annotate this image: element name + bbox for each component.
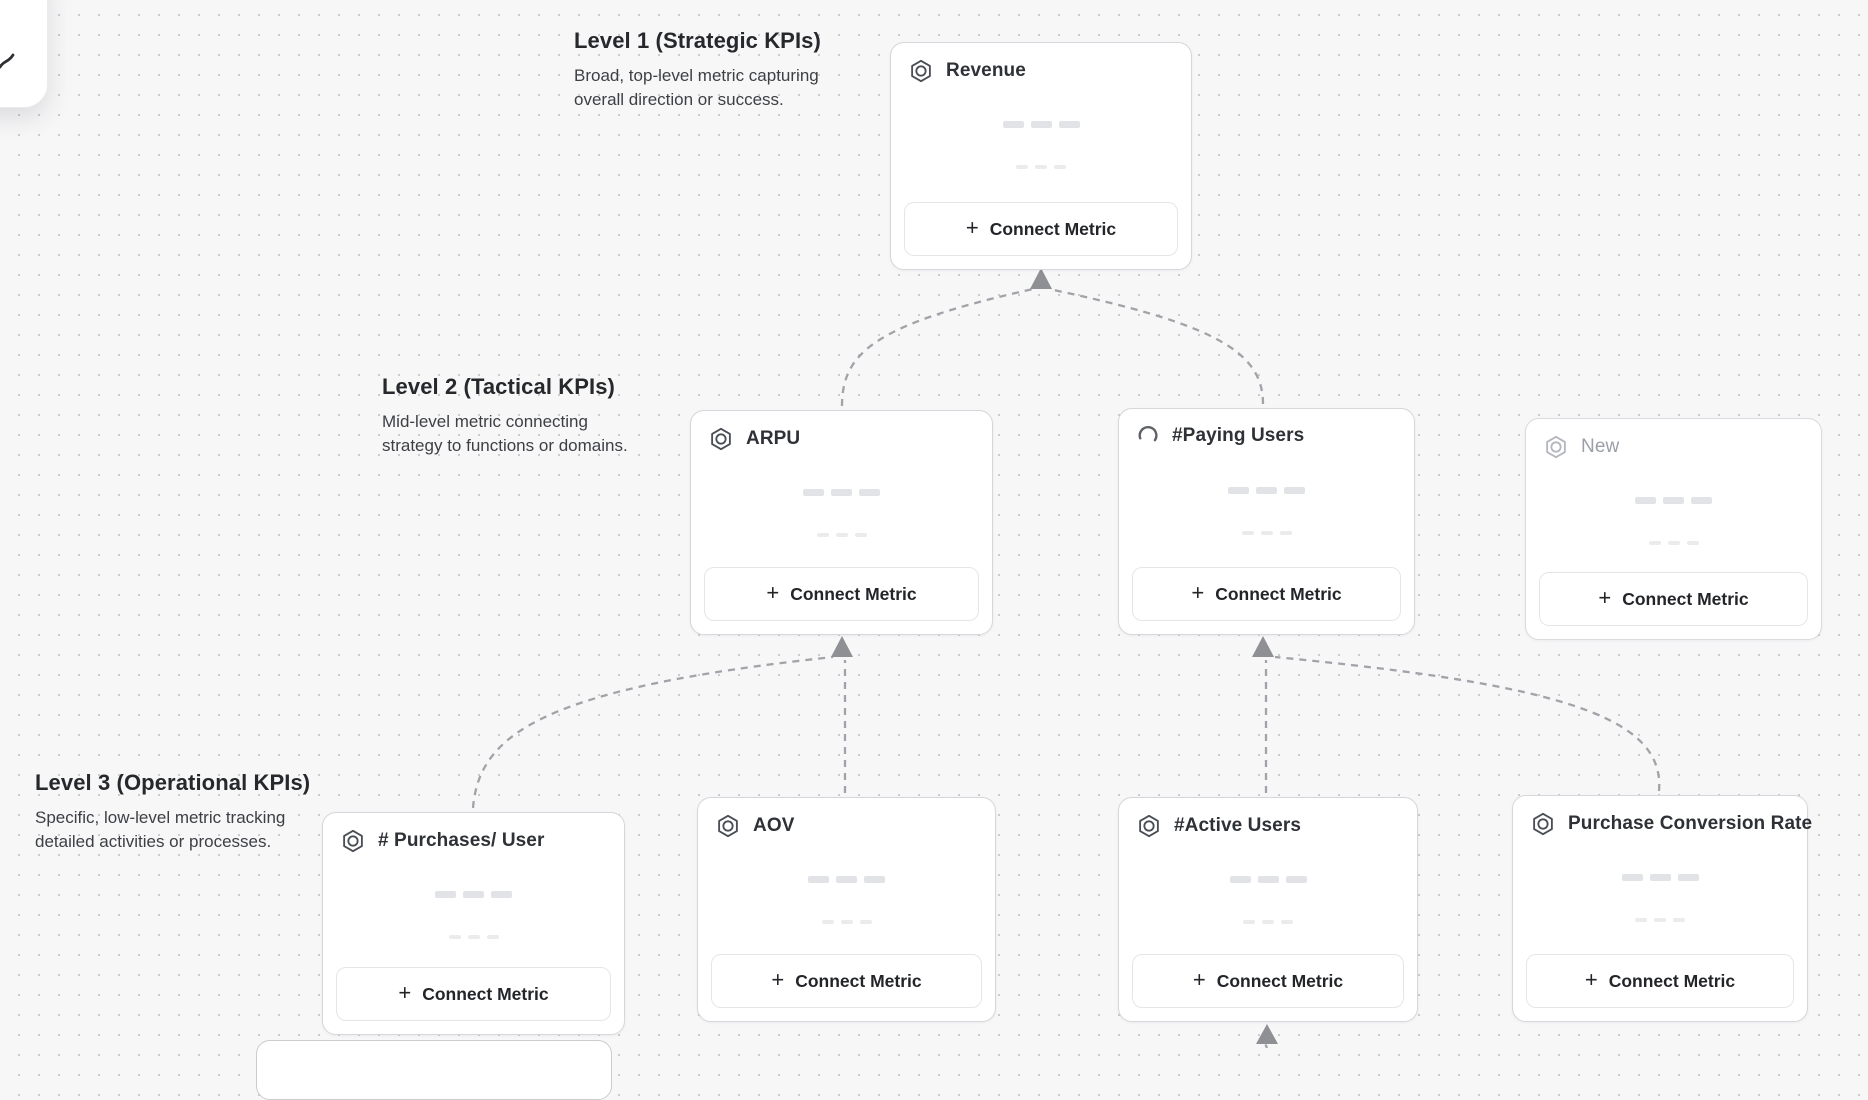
arrowhead-activeusers bbox=[1256, 1024, 1278, 1044]
connect-metric-button[interactable]: + Connect Metric bbox=[1539, 572, 1808, 626]
card-title: #Active Users bbox=[1174, 815, 1301, 836]
metric-card-purchase-conversion-rate[interactable]: Purchase Conversion Rate + Connect Metri… bbox=[1512, 795, 1812, 1022]
connect-metric-button[interactable]: + Connect Metric bbox=[704, 567, 979, 621]
canvas-tool-panel[interactable] bbox=[0, 0, 48, 108]
connect-metric-label: Connect Metric bbox=[1216, 970, 1344, 991]
plus-icon: + bbox=[1191, 580, 1205, 605]
metric-card-arpu[interactable]: ARPU + Connect Metric bbox=[690, 410, 993, 635]
plus-icon: + bbox=[1598, 585, 1612, 610]
metric-hexagon-icon bbox=[1139, 814, 1159, 838]
level-3-title: Level 3 (Operational KPIs) bbox=[35, 770, 311, 795]
card-title: #Paying Users bbox=[1172, 425, 1305, 446]
arrowhead-payingusers bbox=[1252, 636, 1274, 657]
level-3-description: Specific, low-level metric tracking deta… bbox=[35, 808, 286, 851]
card-title: # Purchases/ User bbox=[378, 830, 545, 851]
plus-icon: + bbox=[1584, 967, 1598, 992]
connect-metric-label: Connect Metric bbox=[1608, 970, 1736, 991]
plus-icon: + bbox=[1192, 967, 1206, 992]
card-title: New bbox=[1581, 436, 1620, 457]
connect-metric-button[interactable]: + Connect Metric bbox=[904, 202, 1178, 256]
metric-hexagon-icon bbox=[911, 59, 931, 83]
level-1-label: Level 1 (Strategic KPIs) Broad, top-leve… bbox=[574, 28, 821, 112]
connect-metric-button[interactable]: + Connect Metric bbox=[1526, 954, 1794, 1008]
metric-card-new[interactable]: New + Connect Metric bbox=[1525, 418, 1822, 640]
level-3-label: Level 3 (Operational KPIs) Specific, low… bbox=[35, 770, 310, 854]
plus-icon: + bbox=[398, 980, 412, 1005]
connect-metric-label: Connect Metric bbox=[422, 983, 549, 1004]
metric-card-revenue[interactable]: Revenue + Connect Metric bbox=[890, 42, 1192, 270]
metric-hexagon-icon bbox=[718, 814, 738, 838]
metric-hexagon-icon bbox=[711, 427, 731, 451]
plus-icon: + bbox=[771, 967, 785, 992]
plus-icon: + bbox=[766, 580, 780, 605]
metric-hexagon-icon bbox=[1546, 435, 1566, 459]
card-header: # Purchases/ User bbox=[340, 828, 610, 854]
edge-purchasesuser-to-arpu[interactable] bbox=[471, 655, 834, 809]
level-2-title: Level 2 (Tactical KPIs) bbox=[382, 374, 615, 399]
connect-metric-button[interactable]: + Connect Metric bbox=[336, 967, 611, 1021]
level-2-description: Mid-level metric connecting strategy to … bbox=[382, 412, 628, 455]
metric-hexagon-icon bbox=[1533, 812, 1553, 836]
edge-offscreen-to-activeusers[interactable] bbox=[1264, 1044, 1269, 1049]
card-header: ARPU bbox=[708, 426, 978, 452]
cursor-icon bbox=[0, 53, 15, 69]
edge-arpu-to-revenue[interactable] bbox=[840, 287, 1034, 407]
arrowhead-revenue bbox=[1030, 268, 1052, 289]
edge-conversionrate-to-payingusers[interactable] bbox=[1274, 655, 1661, 792]
card-title: AOV bbox=[753, 815, 795, 836]
metric-card-active-users[interactable]: #Active Users + Connect Metric bbox=[1118, 797, 1418, 1022]
card-header: #Active Users bbox=[1136, 813, 1403, 839]
card-header: #Paying Users bbox=[1136, 424, 1400, 448]
card-header: Purchase Conversion Rate bbox=[1530, 811, 1812, 837]
metric-card-paying-users[interactable]: #Paying Users + Connect Metric bbox=[1118, 408, 1415, 635]
connect-metric-label: Connect Metric bbox=[1622, 588, 1749, 609]
level-1-description: Broad, top-level metric capturing overal… bbox=[574, 66, 819, 109]
arrowhead-arpu bbox=[831, 636, 853, 657]
connect-metric-label: Connect Metric bbox=[989, 218, 1117, 239]
connect-metric-button[interactable]: + Connect Metric bbox=[1132, 567, 1401, 621]
card-header: Revenue bbox=[908, 58, 1177, 84]
card-title: Revenue bbox=[946, 60, 1026, 81]
metric-card-purchases-per-user[interactable]: # Purchases/ User + Connect Metric bbox=[322, 812, 625, 1035]
plus-icon: + bbox=[965, 215, 979, 240]
connect-metric-button[interactable]: + Connect Metric bbox=[711, 954, 982, 1008]
metric-card-partial[interactable] bbox=[256, 1040, 612, 1100]
metric-hexagon-icon bbox=[343, 829, 363, 853]
card-header: New bbox=[1543, 434, 1807, 460]
connect-metric-label: Connect Metric bbox=[1215, 583, 1342, 604]
connect-metric-label: Connect Metric bbox=[795, 970, 922, 991]
card-title: Purchase Conversion Rate bbox=[1568, 813, 1813, 834]
spinner-icon bbox=[1138, 425, 1158, 442]
card-title: ARPU bbox=[746, 428, 801, 449]
kpi-tree-edges bbox=[471, 268, 1661, 1049]
metric-card-aov[interactable]: AOV + Connect Metric bbox=[697, 797, 996, 1022]
card-header: AOV bbox=[715, 813, 981, 839]
connect-metric-label: Connect Metric bbox=[790, 583, 917, 604]
level-1-title: Level 1 (Strategic KPIs) bbox=[574, 28, 821, 53]
connect-metric-button[interactable]: + Connect Metric bbox=[1132, 954, 1404, 1008]
edge-payingusers-to-revenue[interactable] bbox=[1048, 287, 1265, 405]
level-2-label: Level 2 (Tactical KPIs) Mid-level metric… bbox=[382, 374, 628, 458]
